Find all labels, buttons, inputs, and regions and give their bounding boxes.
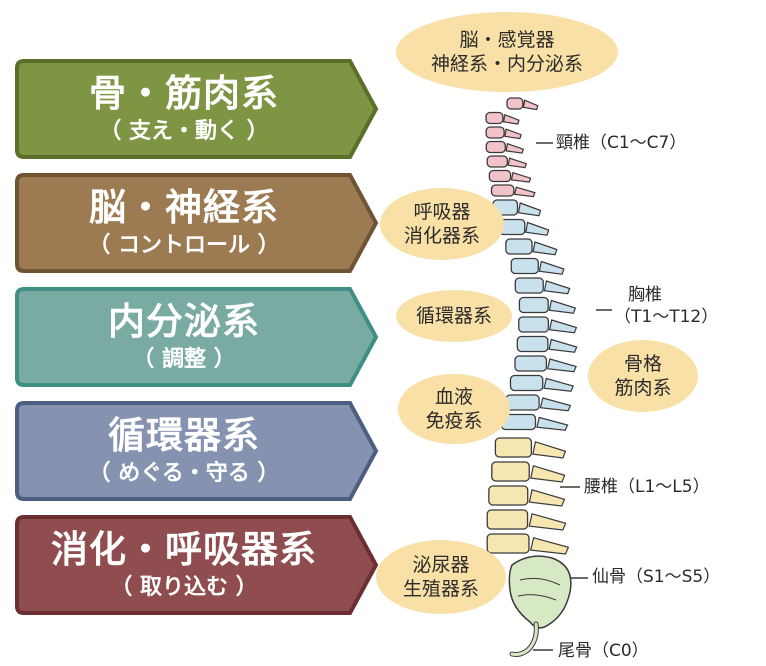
label-sacrum: 仙骨（S1～S5） [592,567,721,587]
cervical-vertebra-body [506,97,524,110]
lumbar-vertebra-process [528,489,566,507]
bubble-line: 血液 [434,386,473,408]
system-title: 内分泌系 [108,300,260,343]
bubble-skeletal-muscle: 骨格 筋肉系 [588,340,698,412]
thoracic-vertebra-body [518,316,550,333]
system-title: 脳・神経系 [89,186,279,229]
bubble-line: 脳・感覚器 [459,29,555,51]
thoracic-vertebra-process [548,338,578,353]
bubble-circulatory: 循環器系 [396,290,512,342]
label-thoracic: 胸椎 [628,285,662,305]
system-arrow-digestive: 消化・呼吸器系 （ 取り込む ） [14,514,384,616]
bubble-line: 神経系・内分泌系 [430,53,583,75]
thoracic-vertebra-process [548,299,577,314]
cervical-vertebra-body [485,140,506,154]
arrow-shape [15,173,379,273]
cervical-vertebra-body [488,169,512,183]
cervical-vertebra-process [505,142,525,154]
system-subtitle: （ めぐる・守る ） [88,461,280,486]
bubble-urinary-reproductive: 泌尿器 生殖器系 [376,540,506,614]
system-subtitle: （ 調整 ） [132,347,236,372]
sacrum-group [508,555,572,657]
system-title: 消化・呼吸器系 [51,528,317,571]
cervical-vertebra-process [510,171,532,183]
cervical-vertebra-process [514,186,536,198]
bubble-line: 骨格 [623,353,662,375]
cervical-vertebra-body [490,184,515,197]
lumbar-vertebra-body [494,437,533,458]
thoracic-vertebra-process [525,221,550,236]
bubble-line: 消化器系 [403,225,480,247]
bubble-line: 循環器系 [415,305,492,327]
coccyx-fill [510,622,538,656]
arrow-shape [15,59,379,159]
label-thoracic-range: （T1～T12） [614,307,719,327]
lumbar-vertebra-body [491,461,530,482]
thoracic-vertebra-process [539,397,572,412]
lumbar-vertebra-process [530,465,566,483]
thoracic-vertebra-body [514,355,548,372]
system-arrow-circulatory: 循環器系 （ めぐる・守る ） [14,400,384,502]
leader-lines [533,142,612,651]
lumbar-vertebra-body [486,533,530,554]
lumbar-vertebra-process [529,537,570,555]
thoracic-vertebra-body [505,394,540,411]
arrow-shape [15,287,379,387]
cervical-vertebra-body [485,111,504,125]
lumbar-vertebra-body [486,509,529,530]
cervical-vertebra-process [522,99,539,111]
thoracic-vertebra-body [514,277,544,294]
bubble-line: 免疫系 [425,410,483,432]
system-title: 骨・筋肉系 [89,72,279,115]
vertebrae-group [485,97,578,555]
lumbar-vertebra-body [488,485,529,506]
bubble-respiratory-digestive: 呼吸器 消化器系 [380,188,504,260]
arrow-shape [15,515,379,615]
system-title: 循環器系 [108,414,260,457]
sacrum-bone [508,555,572,629]
cervical-vertebra-process [507,157,528,169]
cervical-vertebra-body [486,155,509,168]
thoracic-vertebra-body [509,374,544,392]
bubble-line: 泌尿器 [412,554,470,576]
cervical-vertebra-body [485,126,505,139]
system-subtitle: （ 支え・動く ） [99,119,269,144]
thoracic-vertebra-process [548,319,578,334]
bubble-line: 筋肉系 [614,377,672,399]
system-arrow-skeletal: 骨・筋肉系 （ 支え・動く ） [14,58,384,160]
bubble-line: 生殖器系 [402,578,479,600]
cervical-vertebra-process [502,113,520,125]
system-subtitle: （ コントロール ） [88,233,280,258]
bubble-brain-sensory: 脳・感覚器 神経系・内分泌系 [396,12,618,92]
thoracic-vertebra-body [518,296,549,314]
label-cervical: 頸椎（C1～C7） [556,133,687,153]
thoracic-vertebra-body [516,335,549,353]
thoracic-vertebra-process [536,416,569,431]
thoracic-vertebra-process [543,280,571,295]
arrow-shape [15,401,379,501]
thoracic-vertebra-process [517,202,542,217]
system-subtitle: （ 取り込む ） [110,575,258,600]
system-arrow-endocrine: 内分泌系 （ 調整 ） [14,286,384,388]
system-arrow-nervous: 脳・神経系 （ コントロール ） [14,172,384,274]
lumbar-vertebra-process [532,441,567,459]
thoracic-vertebra-body [510,257,539,275]
bubble-line: 呼吸器 [413,201,471,223]
thoracic-vertebra-process [538,260,565,275]
cervical-vertebra-process [504,128,522,140]
thoracic-vertebra-body [505,238,533,255]
sacrum-ridge [517,577,561,601]
thoracic-vertebra-process [546,358,577,373]
bubble-blood-immune: 血液 免疫系 [398,374,510,444]
thoracic-vertebra-process [532,241,558,256]
label-coccyx: 尾骨（C0） [558,641,649,661]
lumbar-vertebra-process [528,513,567,531]
thoracic-vertebra-process [543,377,575,392]
label-lumbar: 腰椎（L1～L5） [584,477,710,497]
coccyx-bone [509,621,539,657]
